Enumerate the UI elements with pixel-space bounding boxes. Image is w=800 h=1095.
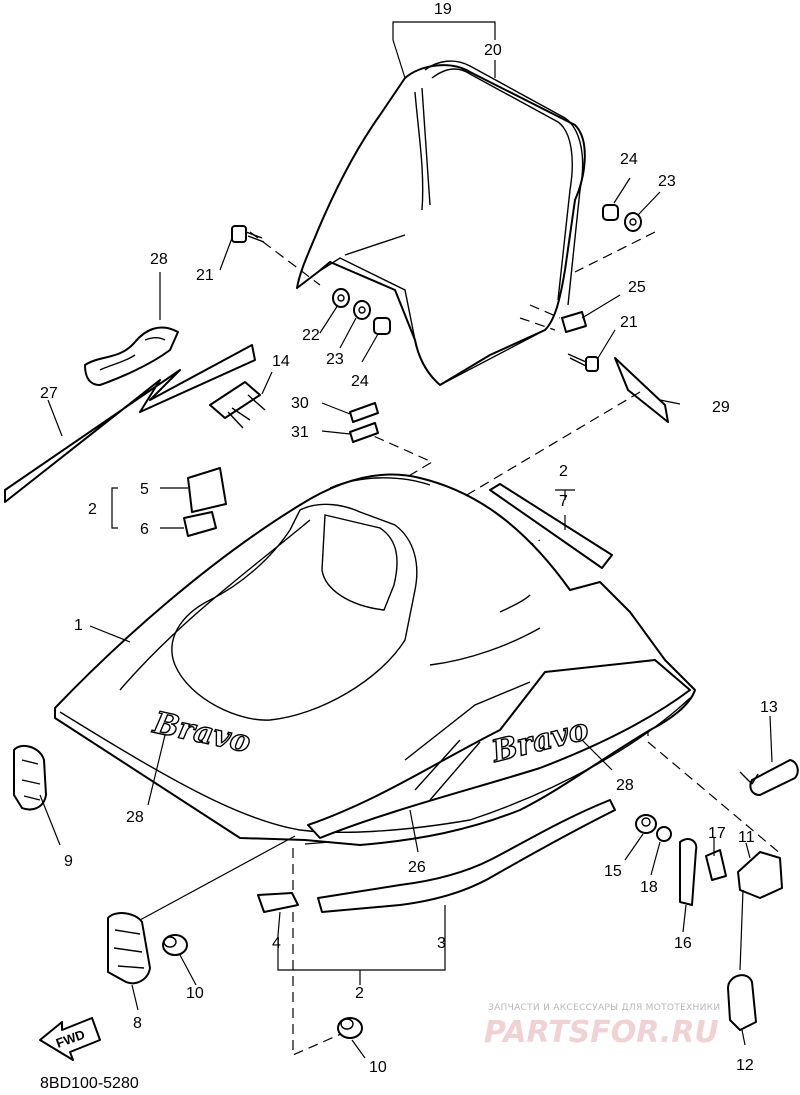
washer-18 — [656, 826, 672, 842]
callout-18: 18 — [640, 879, 658, 896]
callout-6: 6 — [140, 521, 149, 538]
callout-5: 5 — [140, 481, 149, 498]
bushing-15 — [635, 814, 657, 834]
handle-13 — [739, 759, 799, 796]
pad-30 — [349, 402, 379, 423]
callout-23: 23 — [326, 351, 344, 368]
decal-29 — [614, 357, 669, 423]
windshield-trim — [421, 60, 584, 306]
callout-14: 14 — [272, 353, 290, 370]
latch-arm-16 — [679, 838, 698, 906]
seal-strip-7 — [489, 483, 613, 569]
callout-4: 4 — [272, 935, 281, 952]
pad-31 — [349, 422, 379, 443]
nut-24-right — [602, 204, 619, 221]
diagram-code: 8BD100-5280 — [40, 1075, 139, 1092]
hood — [54, 473, 696, 846]
callout-9: 9 — [64, 853, 73, 870]
callout-11: 11 — [738, 829, 755, 846]
callout-16: 16 — [674, 935, 692, 952]
callout-7: 7 — [559, 493, 568, 510]
latch-body-11 — [737, 851, 783, 899]
seal-6 — [183, 511, 217, 537]
pad-25 — [561, 311, 587, 333]
callout-3: 3 — [437, 935, 446, 952]
callout-30: 30 — [291, 395, 309, 412]
watermark-caption: ЗАПЧАСТИ И АКСЕССУАРЫ ДЛЯ МОТОТЕХНИКИ — [488, 1003, 720, 1013]
callout-labels: 19 20 28 21 24 23 25 21 22 23 24 14 27 3… — [40, 1, 778, 1076]
pin-17 — [705, 849, 727, 881]
seal-strip-3 — [317, 799, 616, 913]
callout-23: 23 — [658, 173, 676, 190]
leader-lines — [39, 21, 773, 1059]
bushing-10-lower — [337, 1017, 363, 1039]
seal-5 — [187, 467, 227, 513]
bolt-21-upper — [231, 225, 265, 243]
knob-12 — [727, 974, 757, 1031]
callout-10: 10 — [186, 985, 204, 1002]
callout-22: 22 — [302, 327, 320, 344]
callout-28: 28 — [126, 809, 144, 826]
callout-28: 28 — [150, 251, 168, 268]
forward-arrow: FWD — [39, 1017, 101, 1061]
callout-15: 15 — [604, 863, 622, 880]
bushing-10-upper — [162, 934, 188, 956]
callout-2: 2 — [559, 463, 568, 480]
callout-24: 24 — [351, 373, 369, 390]
callout-20: 20 — [484, 42, 502, 59]
callout-27: 27 — [40, 385, 58, 402]
watermark-logo: PARTSFOR.RU — [484, 1015, 719, 1050]
callout-2: 2 — [355, 985, 364, 1002]
hinge-bracket-8 — [107, 912, 151, 985]
callout-8: 8 — [133, 1015, 142, 1032]
callout-28: 28 — [616, 777, 634, 794]
callout-17: 17 — [708, 825, 726, 842]
callout-12: 12 — [736, 1057, 754, 1074]
callout-19: 19 — [434, 1, 452, 18]
decal-28-upper — [84, 326, 179, 386]
callout-13: 13 — [760, 699, 778, 716]
callout-29: 29 — [712, 399, 730, 416]
washer-22 — [332, 288, 350, 308]
callout-24: 24 — [620, 151, 638, 168]
callout-21: 21 — [620, 314, 638, 331]
callout-21: 21 — [196, 267, 214, 284]
bolt-21-lower — [567, 353, 599, 372]
callout-2: 2 — [88, 501, 97, 518]
bracket-14 — [209, 381, 266, 429]
washer-23-right — [624, 212, 642, 232]
windshield — [296, 64, 586, 386]
hinge-bracket-9 — [13, 744, 47, 811]
side-decal-27 — [4, 344, 256, 503]
callout-25: 25 — [628, 279, 646, 296]
seal-4 — [257, 892, 299, 913]
washer-23-left — [353, 300, 371, 320]
decal-stripe-26 — [307, 659, 691, 839]
callout-10: 10 — [369, 1059, 387, 1076]
callout-1: 1 — [74, 617, 83, 634]
callout-26: 26 — [408, 859, 426, 876]
callout-31: 31 — [291, 424, 309, 441]
nut-24-left — [373, 317, 391, 335]
